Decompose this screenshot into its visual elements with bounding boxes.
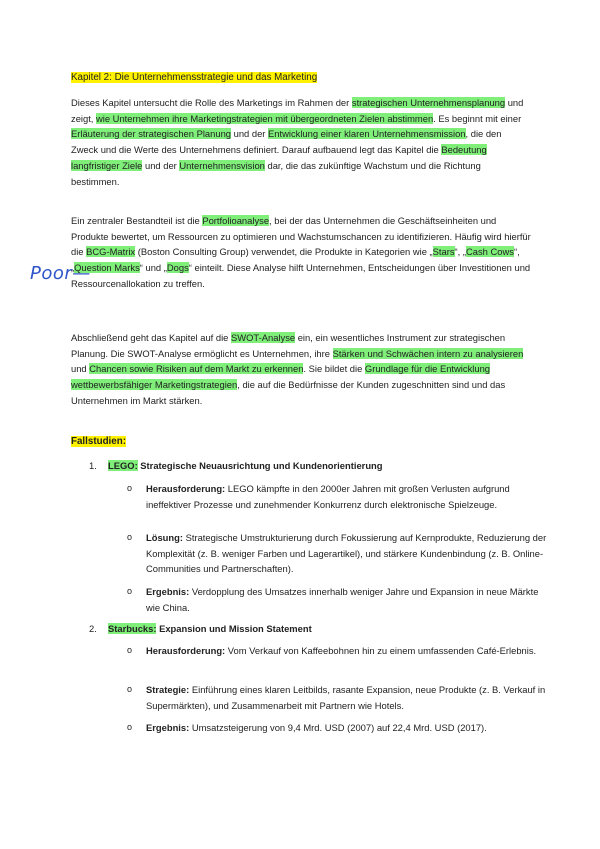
paragraph-portfolio: Ein zentraler Bestandteil ist die Portfo… <box>71 215 531 289</box>
bullet-icon: o <box>127 684 133 694</box>
case-heading-lego: 1.LEGO: Strategische Neuausrichtung und … <box>89 460 383 471</box>
bullet-icon: o <box>127 586 133 596</box>
fallstudien-heading: Fallstudien: <box>71 436 126 447</box>
case-heading-starbucks: 2.Starbucks: Expansion und Mission State… <box>89 623 312 634</box>
chapter-heading: Kapitel 2: Die Unternehmensstrategie und… <box>71 72 318 83</box>
bullet-icon: o <box>127 645 133 655</box>
bullet-icon: o <box>127 722 133 732</box>
bullet-icon: o <box>127 483 133 493</box>
paragraph-swot: Abschließend geht das Kapitel auf die SW… <box>71 332 524 406</box>
paragraph-intro: Dieses Kapitel untersucht die Rolle des … <box>71 97 524 187</box>
bullet-icon: o <box>127 532 133 542</box>
